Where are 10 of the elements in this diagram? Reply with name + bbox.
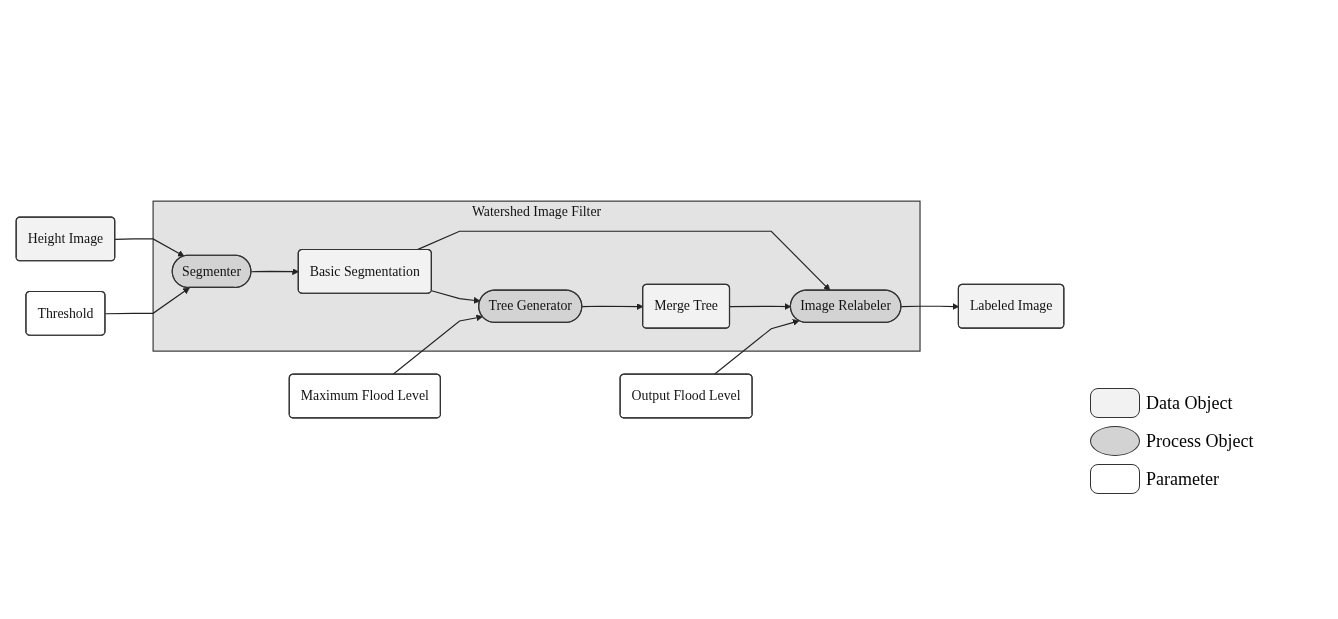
legend-label: Data Object bbox=[1146, 392, 1233, 414]
arrow bbox=[392, 314, 483, 376]
arrow bbox=[431, 290, 481, 305]
arrow bbox=[250, 268, 299, 276]
legend-label: Parameter bbox=[1146, 468, 1219, 490]
arrow bbox=[713, 319, 800, 376]
arrow bbox=[104, 288, 190, 315]
arrow bbox=[114, 238, 185, 258]
arrow bbox=[416, 231, 831, 292]
legend-label: Process Object bbox=[1146, 430, 1254, 452]
